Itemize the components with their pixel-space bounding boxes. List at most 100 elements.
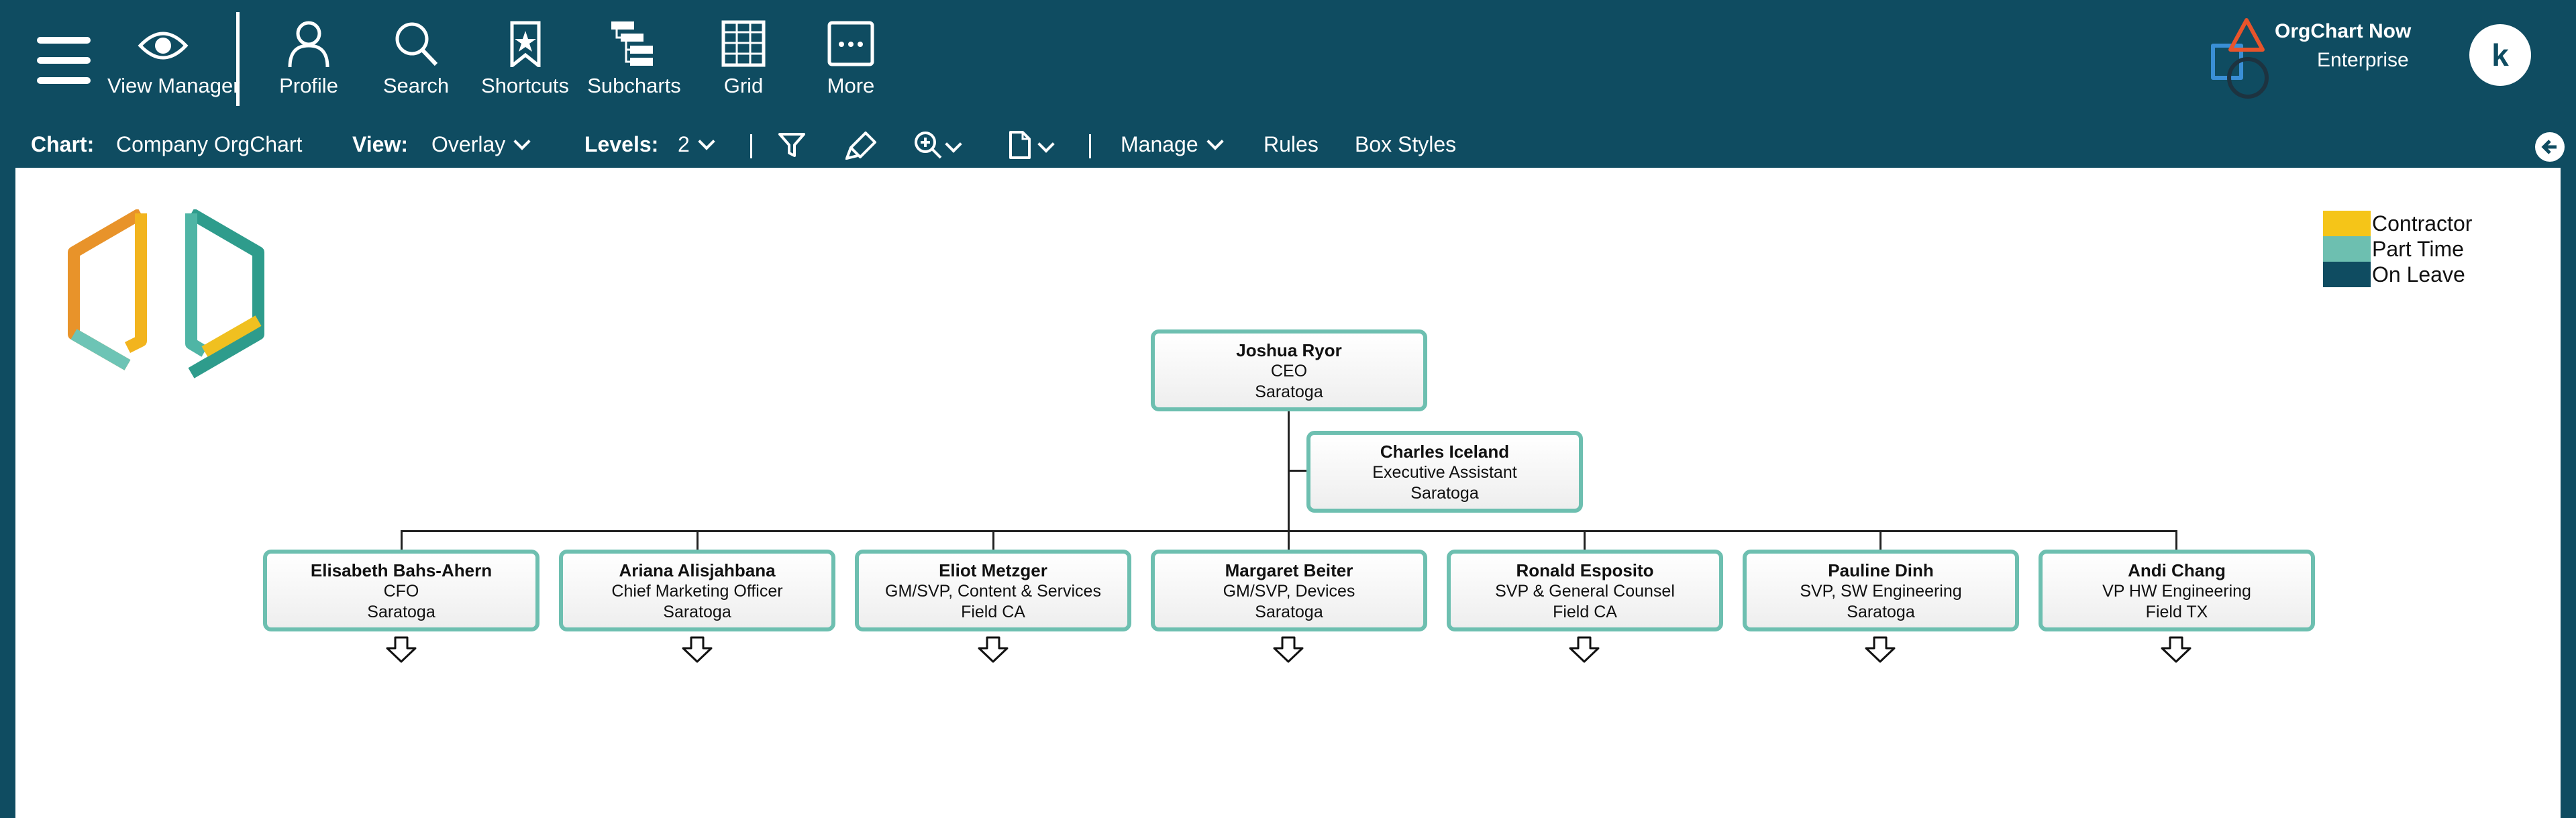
connector-line [401, 530, 403, 550]
legend-label: Part Time [2372, 236, 2464, 261]
rules-button[interactable]: Rules [1264, 132, 1319, 156]
box-styles-button[interactable]: Box Styles [1355, 132, 1457, 156]
person-title: VP HW Engineering [2102, 582, 2251, 601]
org-box-report[interactable]: Ronald Esposito SVP & General Counsel Fi… [1447, 550, 1723, 631]
org-box-report[interactable]: Elisabeth Bahs-Ahern CFO Saratoga [263, 550, 539, 631]
chevron-down-icon [513, 133, 531, 150]
legend-swatch-part-time [2323, 236, 2371, 262]
brand-subtitle: Enterprise [2317, 49, 2409, 71]
company-logo-icon [68, 209, 264, 378]
person-name: Pauline Dinh [1828, 560, 1934, 580]
person-icon [288, 21, 329, 67]
person-title: GM/SVP, Content & Services [885, 582, 1101, 601]
legend-item: On Leave [2323, 262, 2472, 287]
profile-button[interactable]: Profile [268, 20, 349, 107]
search-icon [395, 22, 438, 66]
view-dropdown[interactable]: Overlay [431, 132, 531, 157]
levels-dropdown[interactable]: 2 [678, 132, 715, 157]
chart-toolbar: Chart: Company OrgChart View: Overlay Le… [15, 123, 2565, 166]
legend-swatch-on-leave [2323, 262, 2371, 287]
back-button[interactable] [2535, 132, 2565, 162]
org-box-report[interactable]: Pauline Dinh SVP, SW Engineering Saratog… [1743, 550, 2019, 631]
connector-line [1288, 470, 1307, 472]
chevron-down-icon [1206, 133, 1224, 150]
subcharts-label: Subcharts [587, 74, 681, 97]
filter-icon[interactable] [777, 130, 807, 160]
chevron-down-icon [1037, 136, 1055, 153]
chart-label: Chart: [31, 132, 95, 156]
connector-line [697, 530, 699, 550]
person-title: SVP & General Counsel [1495, 582, 1675, 601]
profile-label: Profile [279, 74, 338, 97]
org-box-ceo[interactable]: Joshua Ryor CEO Saratoga [1151, 329, 1427, 411]
brand-title: OrgChart Now [2275, 20, 2412, 42]
grid-button[interactable]: Grid [703, 20, 784, 107]
search-label: Search [382, 74, 450, 97]
legend-label: On Leave [2372, 262, 2465, 287]
legend-item: Part Time [2323, 236, 2472, 262]
expand-down-arrow-icon[interactable] [1272, 636, 1305, 663]
chevron-down-icon [698, 133, 715, 150]
connector-line [1879, 530, 1882, 550]
org-box-report[interactable]: Ariana Alisjahbana Chief Marketing Offic… [559, 550, 835, 631]
expand-down-arrow-icon[interactable] [680, 636, 714, 663]
highlighter-icon[interactable] [845, 130, 879, 160]
search-button[interactable]: Search [376, 20, 456, 107]
person-title: CFO [383, 582, 419, 601]
person-location: Saratoga [1847, 603, 1915, 621]
grid-icon [721, 20, 766, 67]
expand-down-arrow-icon[interactable] [976, 636, 1010, 663]
expand-down-arrow-icon[interactable] [1567, 636, 1601, 663]
person-location: Saratoga [663, 603, 731, 621]
expand-down-arrow-icon[interactable] [384, 636, 418, 663]
grid-label: Grid [723, 74, 764, 97]
person-name: Charles Iceland [1380, 442, 1510, 462]
chevron-down-icon [945, 136, 962, 153]
view-value: Overlay [431, 132, 506, 156]
toolbar-separator [750, 134, 752, 158]
connector-line [992, 530, 994, 550]
org-box-report[interactable]: Andi Chang VP HW Engineering Field TX [2039, 550, 2315, 631]
person-title: Executive Assistant [1372, 463, 1517, 482]
toolbar-divider [236, 12, 240, 106]
zoom-dropdown[interactable] [913, 130, 962, 165]
org-box-report[interactable]: Eliot Metzger GM/SVP, Content & Services… [855, 550, 1131, 631]
legend: Contractor Part Time On Leave [2323, 211, 2472, 287]
person-location: Field TX [2145, 603, 2208, 621]
subcharts-icon [611, 21, 653, 66]
org-box-assistant[interactable]: Charles Iceland Executive Assistant Sara… [1306, 431, 1583, 513]
eye-icon [138, 32, 188, 60]
person-name: Elisabeth Bahs-Ahern [310, 560, 493, 580]
person-location: Saratoga [367, 603, 435, 621]
export-dropdown[interactable] [1007, 130, 1055, 165]
person-location: Saratoga [1255, 382, 1323, 401]
manage-dropdown[interactable]: Manage [1121, 132, 1224, 157]
levels-label: Levels: [584, 132, 659, 156]
shortcuts-button[interactable]: Shortcuts [476, 20, 574, 107]
view-label: View: [352, 132, 408, 156]
view-manager-label: View Manager [107, 74, 240, 97]
chart-selector[interactable]: Company OrgChart [116, 132, 303, 156]
person-name: Ronald Esposito [1516, 560, 1654, 580]
person-name: Eliot Metzger [939, 560, 1047, 580]
hamburger-menu-icon[interactable] [37, 37, 91, 85]
more-button[interactable]: More [811, 20, 891, 107]
manage-label: Manage [1121, 132, 1198, 156]
person-name: Margaret Beiter [1225, 560, 1353, 580]
view-manager-button[interactable]: View Manager [107, 20, 240, 107]
person-name: Joshua Ryor [1236, 340, 1342, 360]
person-location: Saratoga [1255, 603, 1323, 621]
subcharts-button[interactable]: Subcharts [584, 20, 684, 107]
shortcuts-label: Shortcuts [481, 74, 569, 97]
bookmark-star-icon [510, 21, 540, 67]
user-avatar[interactable]: k [2469, 24, 2531, 86]
person-name: Ariana Alisjahbana [619, 560, 776, 580]
expand-down-arrow-icon[interactable] [1863, 636, 1897, 663]
legend-label: Contractor [2372, 211, 2473, 236]
connector-line [1584, 530, 1586, 550]
org-box-report[interactable]: Margaret Beiter GM/SVP, Devices Saratoga [1151, 550, 1427, 631]
expand-down-arrow-icon[interactable] [2159, 636, 2193, 663]
person-location: Field CA [961, 603, 1025, 621]
connector-line [2175, 530, 2177, 550]
person-title: Chief Marketing Officer [611, 582, 783, 601]
